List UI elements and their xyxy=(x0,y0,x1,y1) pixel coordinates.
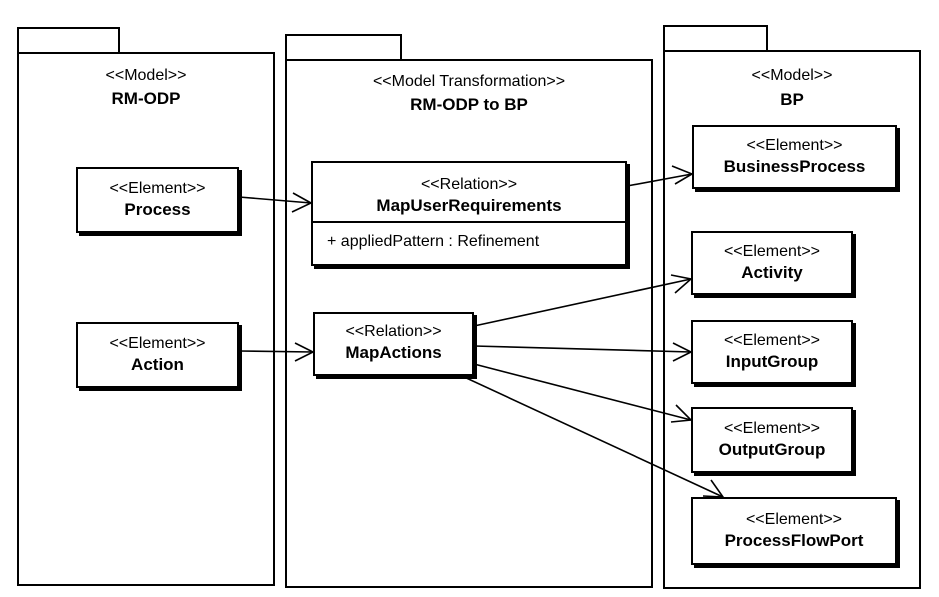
element-stereotype: <<Element>> xyxy=(723,332,821,349)
package-tab-bp xyxy=(663,25,768,53)
relation-map-actions[interactable]: <<Relation>> MapActions xyxy=(313,312,474,376)
element-name: BusinessProcess xyxy=(723,157,866,176)
element-stereotype: <<Element>> xyxy=(723,243,821,260)
element-process[interactable]: <<Element>> Process xyxy=(76,167,239,233)
element-stereotype: <<Element>> xyxy=(109,180,206,197)
relation-name: MapActions xyxy=(345,343,442,362)
package-name: RM-ODP xyxy=(111,89,181,108)
element-name: Activity xyxy=(741,263,803,282)
relation-name: MapUserRequirements xyxy=(376,196,562,215)
element-action[interactable]: <<Element>> Action xyxy=(76,322,239,388)
element-name: ProcessFlowPort xyxy=(724,531,864,550)
relation-stereotype: <<Relation>> xyxy=(345,323,442,340)
element-name: OutputGroup xyxy=(718,440,826,459)
element-name: Process xyxy=(124,200,191,219)
package-tab-transformation xyxy=(285,34,402,62)
package-stereotype: <<Model Transformation>> xyxy=(372,73,566,90)
element-name: Action xyxy=(131,355,184,374)
element-stereotype: <<Element>> xyxy=(723,420,821,437)
package-stereotype: <<Model>> xyxy=(105,67,187,84)
element-name: InputGroup xyxy=(725,352,819,371)
element-activity[interactable]: <<Element>> Activity xyxy=(691,231,853,295)
element-business-process[interactable]: <<Element>> BusinessProcess xyxy=(692,125,897,189)
element-stereotype: <<Element>> xyxy=(746,137,843,154)
package-rm-odp: <<Model>> RM-ODP xyxy=(17,52,275,586)
element-stereotype: <<Element>> xyxy=(109,335,206,352)
compartment-divider xyxy=(313,221,625,223)
element-output-group[interactable]: <<Element>> OutputGroup xyxy=(691,407,853,473)
package-name: BP xyxy=(780,90,804,109)
relation-stereotype: <<Relation>> xyxy=(420,176,518,193)
relation-map-user-requirements[interactable]: <<Relation>> MapUserRequirements + appli… xyxy=(311,161,627,266)
package-name: RM-ODP to BP xyxy=(410,95,528,114)
element-stereotype: <<Element>> xyxy=(745,511,843,528)
package-stereotype: <<Model>> xyxy=(751,67,833,84)
element-process-flow-port[interactable]: <<Element>> ProcessFlowPort xyxy=(691,497,897,565)
element-input-group[interactable]: <<Element>> InputGroup xyxy=(691,320,853,384)
package-tab-rm-odp xyxy=(17,27,120,55)
relation-attribute: + appliedPattern : Refinement xyxy=(327,233,540,250)
